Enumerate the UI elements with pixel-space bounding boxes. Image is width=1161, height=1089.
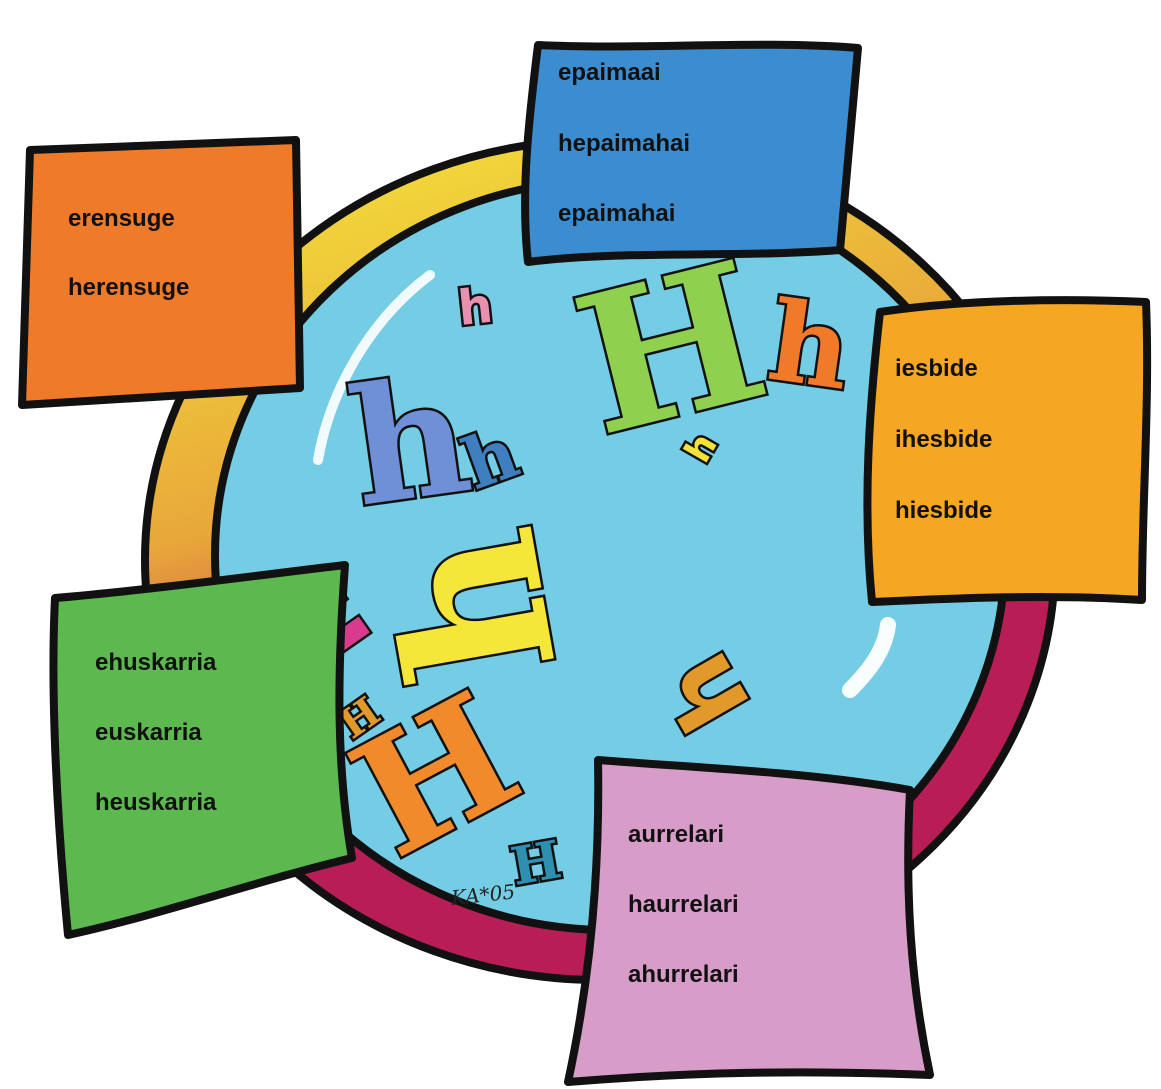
card-pink-word-3: ahurrelari	[628, 961, 739, 988]
card-blue: epaimaai hepaimahai epaimahai	[521, 40, 862, 266]
card-amber: iesbide ihesbide hiesbide	[863, 296, 1152, 606]
water-highlight-small	[842, 617, 896, 698]
card-green-word-2: euskarria	[95, 719, 202, 746]
card-pink-word-1: aurrelari	[628, 821, 724, 848]
card-amber-word-3: hiesbide	[895, 497, 992, 524]
card-green-word-3: heuskarria	[95, 789, 217, 816]
card-blue-word-1: epaimaai	[558, 59, 661, 86]
card-orange-word-2: herensuge	[68, 274, 189, 301]
card-pink-word-2: haurrelari	[628, 891, 739, 918]
card-green: ehuskarria euskarria heuskarria	[49, 561, 356, 939]
letter-h-icon: h	[339, 340, 480, 542]
card-green-word-1: ehuskarria	[95, 649, 217, 676]
card-pink: aurrelari haurrelari ahurrelari	[564, 756, 934, 1086]
letter-H-icon: H	[507, 829, 566, 898]
card-orange-word-1: erensuge	[68, 205, 175, 232]
card-orange: erensuge herensuge	[18, 136, 304, 409]
card-amber-word-2: ihesbide	[895, 426, 992, 453]
letter-h-icon: h	[761, 276, 858, 415]
water-highlight	[313, 270, 435, 465]
card-amber-word-1: iesbide	[895, 355, 978, 382]
card-blue-word-2: hepaimahai	[558, 130, 690, 157]
letter-h-icon: h	[455, 278, 495, 337]
card-blue-word-3: epaimahai	[558, 200, 675, 227]
